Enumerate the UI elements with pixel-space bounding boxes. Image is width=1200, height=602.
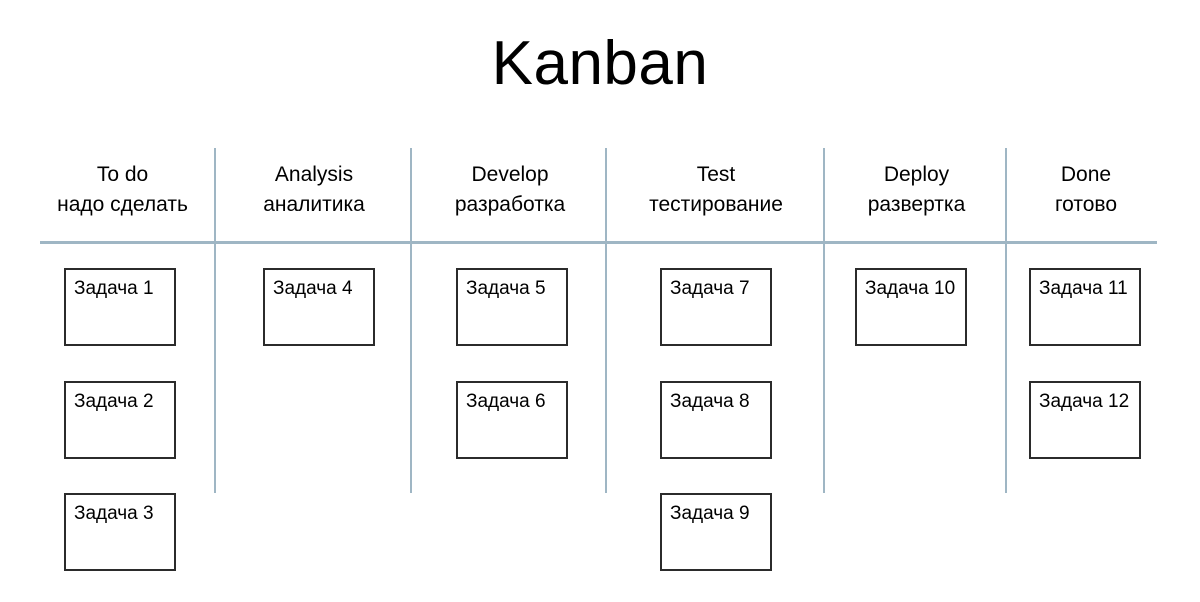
task-card-label: Задача 8 xyxy=(670,391,750,412)
task-card-label: Задача 7 xyxy=(670,278,750,299)
task-card-label: Задача 1 xyxy=(74,278,154,299)
task-card-label: Задача 11 xyxy=(1039,278,1128,299)
column-header-title-ru: аналитика xyxy=(263,193,365,216)
column-separator-3 xyxy=(605,148,607,493)
column-header-title-ru: готово xyxy=(1054,193,1118,216)
column-separator-4 xyxy=(823,148,825,493)
page-title: Kanban xyxy=(491,29,709,98)
task-card-label: Задача 2 xyxy=(74,391,154,412)
task-card[interactable]: Задача 2 xyxy=(64,381,176,459)
column-header-title-en: Analysis xyxy=(274,163,354,186)
column-header-deploy: Deploy развертка xyxy=(829,160,1004,220)
column-header-title-en: Develop xyxy=(471,163,549,186)
task-card-label: Задача 5 xyxy=(466,278,546,299)
task-card[interactable]: Задача 5 xyxy=(456,268,568,346)
task-card[interactable]: Задача 4 xyxy=(263,268,375,346)
task-card[interactable]: Задача 11 xyxy=(1029,268,1141,346)
column-header-title-ru: разработка xyxy=(454,193,566,216)
task-card[interactable]: Задача 12 xyxy=(1029,381,1141,459)
column-header-title-en: To do xyxy=(96,163,149,186)
task-card[interactable]: Задача 9 xyxy=(660,493,772,571)
column-header-title-en: Done xyxy=(1060,163,1112,186)
column-separator-5 xyxy=(1005,148,1007,493)
header-divider-line xyxy=(40,241,1157,244)
column-header-title-ru: развертка xyxy=(867,193,966,216)
task-card-label: Задача 3 xyxy=(74,503,154,524)
column-header-develop: Develop разработка xyxy=(418,160,602,220)
column-header-analysis: Analysis аналитика xyxy=(222,160,406,220)
column-header-title-ru: тестирование xyxy=(649,193,783,216)
task-card[interactable]: Задача 8 xyxy=(660,381,772,459)
task-card-label: Задача 9 xyxy=(670,503,750,524)
column-header-title-en: Test xyxy=(696,163,736,186)
task-card-label: Задача 10 xyxy=(865,278,956,299)
column-separator-1 xyxy=(214,148,216,493)
task-card-label: Задача 4 xyxy=(273,278,353,299)
column-header-test: Test тестирование xyxy=(612,160,820,220)
task-card[interactable]: Задача 3 xyxy=(64,493,176,571)
task-card-label: Задача 6 xyxy=(466,391,546,412)
column-header-title-en: Deploy xyxy=(883,163,950,186)
column-header-done: Done готово xyxy=(1012,160,1160,220)
task-card[interactable]: Задача 10 xyxy=(855,268,967,346)
column-header-to-do: To do надо сделать xyxy=(40,160,205,220)
task-card-label: Задача 12 xyxy=(1039,391,1130,412)
task-card[interactable]: Задача 1 xyxy=(64,268,176,346)
task-card[interactable]: Задача 6 xyxy=(456,381,568,459)
column-separator-2 xyxy=(410,148,412,493)
column-header-title-ru: надо сделать xyxy=(57,193,188,216)
task-card[interactable]: Задача 7 xyxy=(660,268,772,346)
